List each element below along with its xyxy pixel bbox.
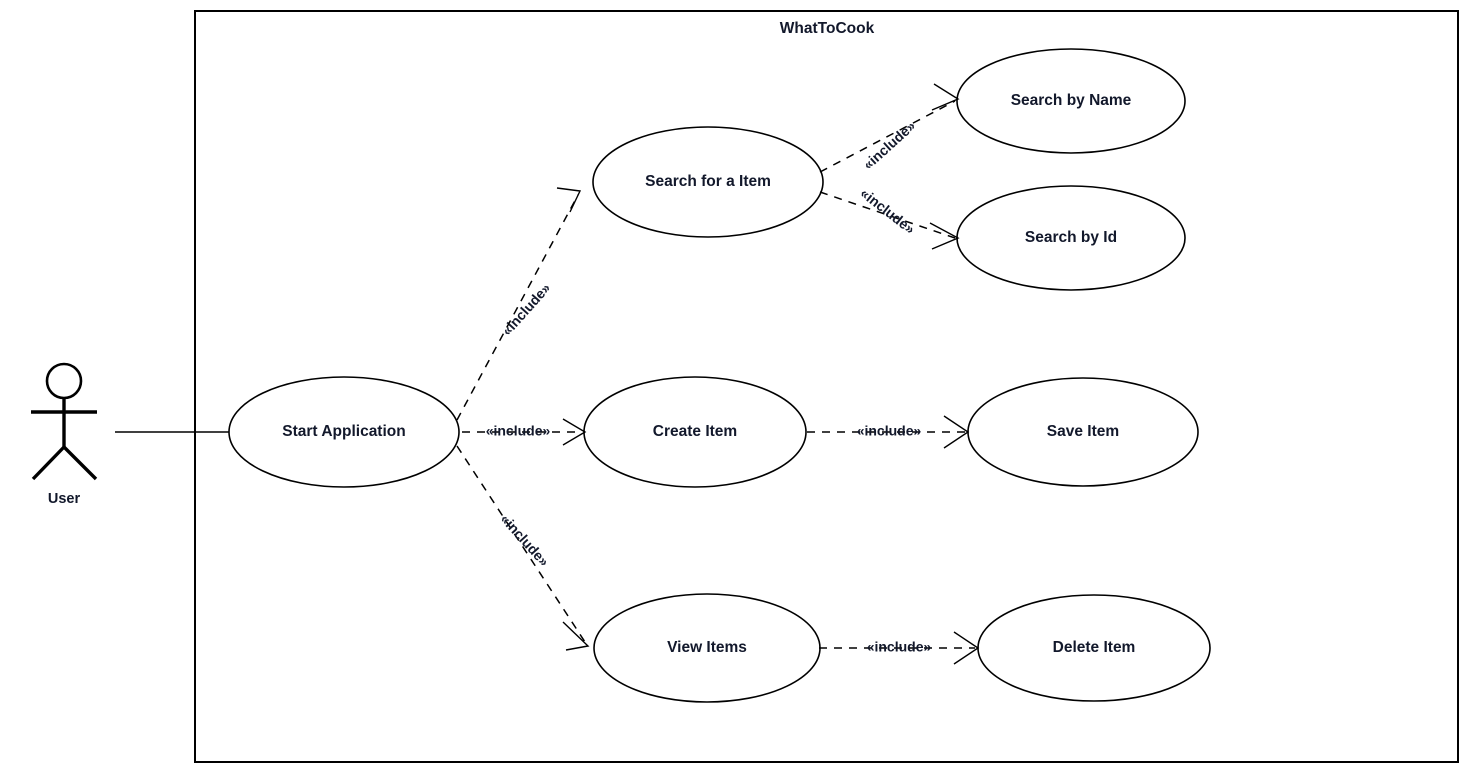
include-stereotype-label: «include» [498,280,553,339]
arrowhead-icon [562,418,587,446]
use-case-delete-item[interactable]: Delete Item [977,594,1211,702]
use-case-search-for-a-item[interactable]: Search for a Item [592,126,824,238]
system-boundary-rect[interactable] [194,10,1459,763]
include-start-to-create[interactable]: «include» [462,418,587,446]
include-dependency-line[interactable] [456,194,579,421]
include-stereotype-label: «include» [867,639,932,655]
arrowhead-icon [943,415,970,449]
actor-head-icon [45,362,83,400]
include-stereotype-label: «include» [486,423,551,439]
use-case-search-by-id[interactable]: Search by Id [956,185,1186,291]
include-start-to-view[interactable]: «include» [456,445,590,651]
use-case-search-by-name[interactable]: Search by Name [956,48,1186,154]
use-case-view-items[interactable]: View Items [593,593,821,703]
actor-user[interactable]: User [31,362,98,507]
include-stereotype-label: «include» [497,511,552,570]
use-case-label: Start Application [282,423,405,440]
include-stereotype-label: «include» [857,185,918,237]
use-case-start-application[interactable]: Start Application [228,376,460,488]
include-view-to-delete[interactable]: «include» [819,631,980,665]
use-case-label: Create Item [653,423,737,440]
include-stereotype-label: «include» [857,423,922,439]
include-dependency-line[interactable] [456,445,586,643]
arrowhead-icon [953,631,980,665]
include-stereotype-label: «include» [860,117,919,172]
arrowhead-icon [562,621,590,651]
include-search-to-search-by-name[interactable]: «include» [819,83,960,173]
use-case-label: Delete Item [1053,639,1136,656]
use-case-create-item[interactable]: Create Item [583,376,807,488]
include-dependency-line[interactable] [819,100,956,173]
system-boundary[interactable]: WhatToCook [194,10,1459,763]
actor-user-label: User [48,491,81,507]
include-start-to-search[interactable]: «include» [456,187,582,421]
use-case-ellipse[interactable] [592,126,824,238]
arrowhead-icon [556,187,582,213]
include-search-to-search-by-id[interactable]: «include» [819,185,960,250]
use-case-save-item[interactable]: Save Item [967,377,1199,487]
actor-left-leg-icon [31,445,66,481]
use-case-label: View Items [667,639,747,656]
use-case-label: Search by Id [1025,229,1117,246]
arrowhead-icon [931,83,960,111]
actor-right-leg-icon [62,445,98,481]
include-create-to-save[interactable]: «include» [807,415,970,449]
system-boundary-title: WhatToCook [780,20,875,37]
arrowhead-icon [929,222,960,250]
use-case-label: Search by Name [1011,92,1132,109]
use-case-ellipse[interactable] [228,376,460,488]
use-case-label: Search for a Item [645,173,771,190]
use-case-label: Save Item [1047,423,1119,440]
use-case-ellipse[interactable] [956,48,1186,154]
